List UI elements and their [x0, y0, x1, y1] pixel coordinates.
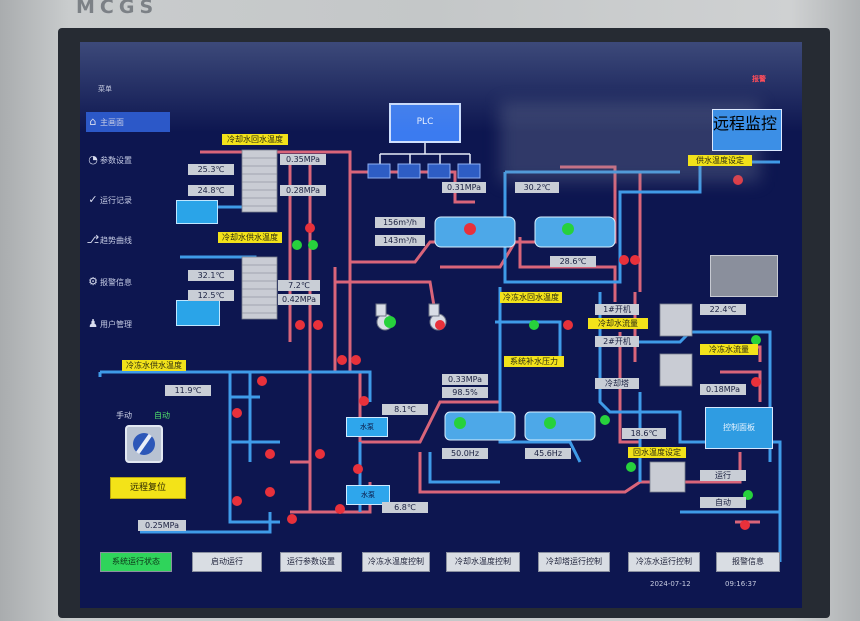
sidebar-item-trends[interactable]: ⎇趋势曲线: [86, 230, 170, 250]
water-tank-bottom[interactable]: 水泵: [346, 485, 390, 505]
status-date: 2024-07-12: [650, 580, 691, 588]
chilled-water-run-button[interactable]: 冷冻水运行控制: [628, 552, 700, 572]
value-tag: 2#开机: [595, 336, 639, 347]
trend-icon: ⎇: [86, 233, 100, 246]
gauge-icon: ◔: [88, 153, 98, 166]
value-tag: 11.9℃: [165, 385, 211, 396]
tag-yellow: 供水温度设定: [688, 155, 752, 166]
start-button[interactable]: 启动运行: [192, 552, 262, 572]
plate-lines: [242, 157, 277, 314]
tag-yellow: 冷却水回水温度: [222, 134, 288, 145]
value-tag: 18.6℃: [622, 428, 666, 439]
chilled-water-temp-button[interactable]: 冷冻水温度控制: [362, 552, 430, 572]
water-tank-top[interactable]: 水泵: [346, 417, 388, 437]
system-status-button[interactable]: 系统运行状态: [100, 552, 172, 572]
check-icon: ✓: [88, 193, 98, 206]
value-tag: 1#开机: [595, 304, 639, 315]
value-tag: 运行: [700, 470, 746, 481]
alarm-indicator[interactable]: 报警: [752, 75, 766, 83]
mode-switch[interactable]: [125, 425, 163, 463]
tag-yellow: 冷冻水流量: [700, 344, 758, 355]
mode-label: 手动: [116, 411, 132, 420]
tag-yellow: 系统补水压力: [504, 356, 564, 367]
value-tag: 25.3℃: [188, 164, 234, 175]
value-tag: 8.1℃: [382, 404, 428, 415]
value-tag: 45.6Hz: [525, 448, 571, 459]
value-tag: 22.4℃: [700, 304, 746, 315]
red-pipes: [200, 150, 782, 524]
value-tag: 0.25MPa: [138, 520, 186, 531]
tag-yellow: 冷冻水供水温度: [122, 360, 186, 371]
plc-box: [389, 103, 461, 143]
value-tag: 143m³/h: [375, 235, 425, 246]
value-tag: 0.28MPa: [280, 185, 326, 196]
valves-red: [232, 175, 761, 530]
value-tag: 98.5%: [442, 387, 488, 398]
sidebar-item-alarms[interactable]: ⚙报警信息: [86, 272, 170, 292]
cooling-tower-button[interactable]: 冷却塔运行控制: [538, 552, 610, 572]
brand-logo: MCGS: [76, 0, 159, 18]
value-tag: 0.42MPa: [278, 294, 320, 305]
value-tag: 156m³/h: [375, 217, 425, 228]
sidebar-item-params[interactable]: ◔参数设置: [86, 150, 170, 170]
sidebar-item-users[interactable]: ♟用户管理: [86, 314, 170, 334]
gear-icon: ⚙: [88, 275, 98, 288]
right-display-panel: [710, 255, 778, 297]
tag-yellow: 冷却水供水温度: [218, 232, 282, 243]
tag-yellow: 冷却水流量: [588, 318, 648, 329]
blue-pipes: [98, 160, 782, 562]
value-tag: 0.33MPa: [442, 374, 488, 385]
value-tag: 0.35MPa: [280, 154, 326, 165]
value-tag: 50.0Hz: [442, 448, 488, 459]
value-tag: 0.31MPa: [442, 182, 486, 193]
sidebar-item-records[interactable]: ✓运行记录: [86, 190, 170, 210]
value-tag: 24.8℃: [188, 185, 234, 196]
hmi-screen: 菜单 报警 ⌂主画面 ◔参数设置 ✓运行记录 ⎇趋势曲线 ⚙报警信息 ♟用户管理…: [80, 42, 802, 608]
plc-label: PLC: [416, 117, 434, 127]
home-icon: ⌂: [89, 115, 97, 128]
value-tag: 自动: [700, 497, 746, 508]
network-modules: [367, 163, 481, 179]
params-button[interactable]: 运行参数设置: [280, 552, 342, 572]
status-time: 09:16:37: [725, 580, 757, 588]
value-tag: 28.6℃: [550, 256, 596, 267]
remote-monitor-panel[interactable]: 远程监控: [712, 109, 782, 151]
mode-value: 自动: [154, 411, 170, 420]
value-tag: 6.8℃: [382, 502, 428, 513]
process-diagram: [98, 103, 782, 562]
left-tank-bottom: [176, 300, 220, 326]
value-tag: 30.2℃: [515, 182, 559, 193]
plc-network: [379, 142, 471, 164]
alarm-info-button[interactable]: 报警信息: [716, 552, 780, 572]
tag-yellow: 冷冻水回水温度: [500, 292, 562, 303]
control-panel[interactable]: 控制面板: [705, 407, 773, 449]
value-tag: 32.1℃: [188, 270, 234, 281]
value-tag: 冷却塔: [595, 378, 639, 389]
left-tank-top: [176, 200, 218, 224]
tag-yellow: 回水温度设定: [628, 447, 686, 458]
value-tag: 0.18MPa: [700, 384, 746, 395]
heat-exchangers: [241, 149, 693, 493]
cooling-water-temp-button[interactable]: 冷却水温度控制: [446, 552, 520, 572]
sidebar-item-main[interactable]: ⌂主画面: [86, 112, 170, 132]
menu-label[interactable]: 菜单: [98, 85, 112, 93]
remote-reset-button[interactable]: 远程复位: [110, 477, 186, 499]
value-tag: 12.5℃: [188, 290, 234, 301]
user-icon: ♟: [88, 317, 98, 330]
value-tag: 7.2℃: [278, 280, 320, 291]
